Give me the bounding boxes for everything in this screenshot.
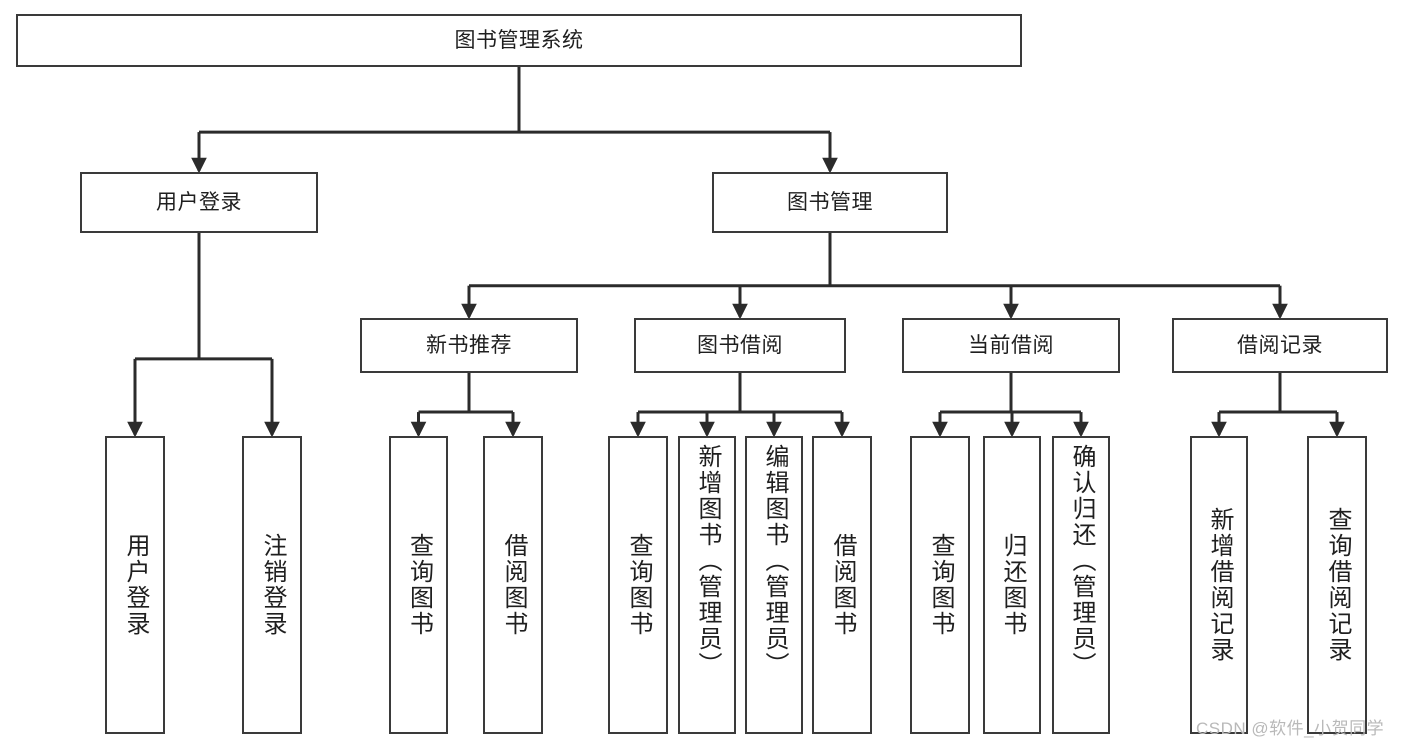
node-label: 图书管理 — [787, 190, 873, 214]
node-leaf-query-record[interactable]: 查询借阅记录 — [1307, 436, 1367, 734]
node-label: 用户登录 — [156, 190, 242, 214]
node-leaf-borrow-book-2[interactable]: 借阅图书 — [812, 436, 872, 734]
node-label: 查询图书 — [625, 533, 652, 637]
node-label: 确认归还（管理员） — [1068, 444, 1095, 678]
node-book-admin[interactable]: 图书管理 — [712, 172, 948, 233]
node-leaf-confirm-return[interactable]: 确认归还（管理员） — [1052, 436, 1110, 734]
node-label: 用户登录 — [122, 533, 149, 637]
node-borrow-record[interactable]: 借阅记录 — [1172, 318, 1388, 373]
node-leaf-query-book-1[interactable]: 查询图书 — [389, 436, 448, 734]
node-label: 借阅图书 — [500, 533, 527, 637]
node-leaf-borrow-book-1[interactable]: 借阅图书 — [483, 436, 543, 734]
node-leaf-user-login[interactable]: 用户登录 — [105, 436, 165, 734]
node-label: 借阅图书 — [829, 533, 856, 637]
node-leaf-edit-book[interactable]: 编辑图书（管理员） — [745, 436, 803, 734]
node-label: 图书管理系统 — [454, 28, 584, 52]
node-current-borrow[interactable]: 当前借阅 — [902, 318, 1120, 373]
node-label: 新增图书（管理员） — [694, 444, 721, 678]
node-label: 归还图书 — [999, 533, 1026, 637]
node-leaf-add-book[interactable]: 新增图书（管理员） — [678, 436, 736, 734]
node-book-borrow[interactable]: 图书借阅 — [634, 318, 846, 373]
node-label: 注销登录 — [259, 533, 286, 637]
node-leaf-add-record[interactable]: 新增借阅记录 — [1190, 436, 1248, 734]
node-label: 编辑图书（管理员） — [761, 444, 788, 678]
node-new-book-rec[interactable]: 新书推荐 — [360, 318, 578, 373]
node-label: 查询借阅记录 — [1324, 507, 1351, 663]
node-leaf-logout[interactable]: 注销登录 — [242, 436, 302, 734]
node-label: 新书推荐 — [426, 333, 512, 357]
node-label: 借阅记录 — [1237, 333, 1323, 357]
node-label: 图书借阅 — [697, 333, 783, 357]
node-label: 新增借阅记录 — [1206, 507, 1233, 663]
node-label: 查询图书 — [405, 533, 433, 637]
node-root[interactable]: 图书管理系统 — [16, 14, 1022, 67]
csdn-watermark: CSDN @软件_小贺同学 — [1196, 719, 1385, 738]
node-leaf-query-book-3[interactable]: 查询图书 — [910, 436, 970, 734]
node-label: 当前借阅 — [968, 333, 1054, 357]
node-label: 查询图书 — [927, 533, 954, 637]
node-leaf-return-book[interactable]: 归还图书 — [983, 436, 1041, 734]
node-leaf-query-book-2[interactable]: 查询图书 — [608, 436, 668, 734]
node-user-login[interactable]: 用户登录 — [80, 172, 318, 233]
